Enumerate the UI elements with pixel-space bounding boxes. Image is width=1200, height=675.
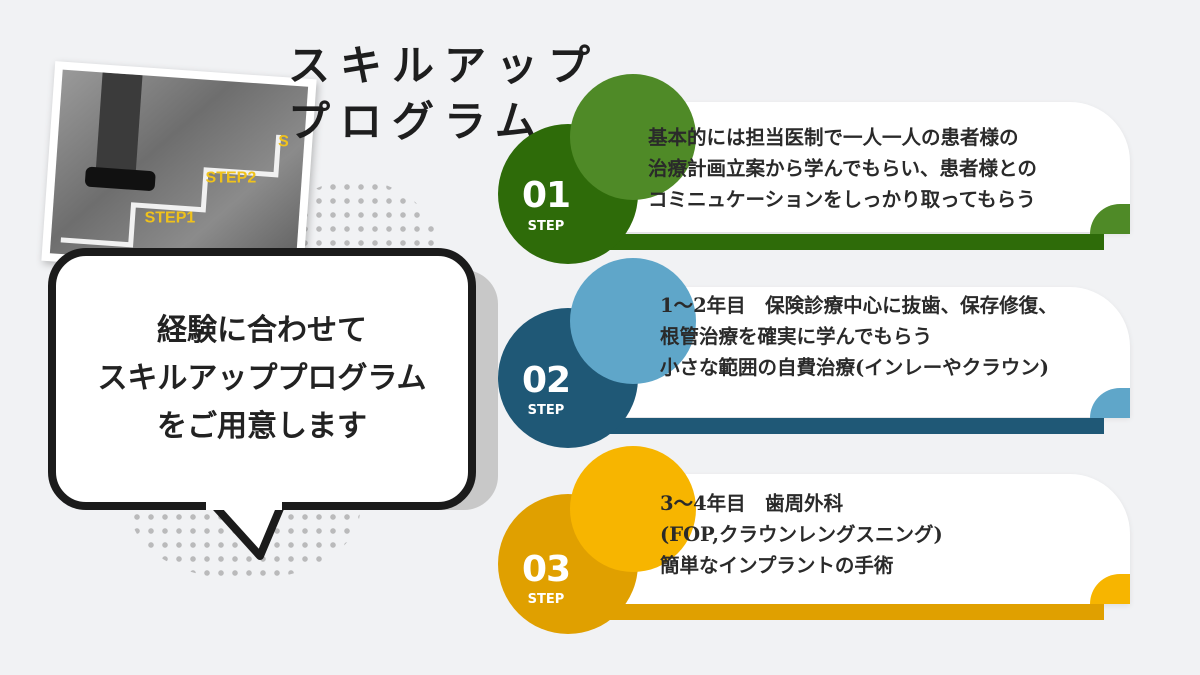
- photo-step1-label: STEP1: [144, 209, 196, 227]
- title-line-2: プログラム: [288, 97, 547, 146]
- step-03-description: 3〜4年目 歯周外科 (FOP,クラウンレングスニング) 簡単なインプラントの手…: [660, 488, 943, 581]
- step-03-card: [618, 474, 1130, 604]
- step-02-description: 1〜2年目 保険診療中心に抜歯、保存修復、 根管治療を確実に学んでもらう 小さな…: [660, 290, 1058, 383]
- step-03-bar: [598, 604, 1104, 620]
- step-02-line-2: 根管治療を確実に学んでもらう: [660, 325, 933, 348]
- step-03-label: STEP: [527, 592, 565, 607]
- bubble-text: 経験に合わせて スキルアッププログラム をご用意します: [97, 307, 426, 451]
- step-01-line-2: 治療計画立案から学んでもらい、患者様との: [648, 157, 1037, 180]
- step-02-line-1: 1〜2年目 保険診療中心に抜歯、保存修復、: [660, 294, 1058, 317]
- step-01-line-1: 基本的には担当医制で一人一人の患者様の: [648, 126, 1019, 149]
- title-line-1: スキルアップ: [288, 41, 601, 90]
- step-03-line-1: 3〜4年目 歯周外科: [660, 492, 844, 515]
- bubble-tail-cover: [206, 496, 282, 510]
- step-02-number: 02: [521, 360, 571, 401]
- speech-bubble: 経験に合わせて スキルアッププログラム をご用意します: [48, 248, 476, 510]
- step-03-light-circle: [570, 446, 696, 572]
- step-01-description: 基本的には担当医制で一人一人の患者様の 治療計画立案から学んでもらい、患者様との…: [648, 122, 1037, 215]
- step-03-line-2: (FOP,クラウンレングスニング): [660, 523, 943, 546]
- step-01-number: 01: [521, 175, 571, 216]
- step-01-light-circle: [570, 74, 696, 200]
- step-03-number: 03: [521, 549, 571, 590]
- step-01-line-3: コミニュケーションをしっかり取ってもらう: [648, 188, 1036, 211]
- step-02-light-circle: [570, 258, 696, 384]
- page-title: スキルアップ プログラム: [288, 38, 600, 150]
- step-03-line-3: 簡単なインプラントの手術: [660, 554, 894, 577]
- step-01-bar: [598, 234, 1104, 250]
- step-01-label: STEP: [527, 219, 565, 234]
- step-02-bar: [598, 418, 1104, 434]
- bubble-line-2: スキルアッププログラム: [97, 361, 427, 396]
- photo-step2-label: STEP2: [205, 169, 257, 187]
- step-02-card: [618, 287, 1130, 417]
- step-02-line-3: 小さな範囲の自費治療(インレーやクラウン): [660, 356, 1049, 379]
- step-01-card: [618, 102, 1130, 232]
- staircase-photo: STEP1 STEP2 S: [41, 61, 317, 279]
- bubble-line-1: 経験に合わせて: [156, 313, 367, 348]
- bubble-line-3: をご用意します: [156, 409, 367, 444]
- step-02-label: STEP: [527, 403, 565, 418]
